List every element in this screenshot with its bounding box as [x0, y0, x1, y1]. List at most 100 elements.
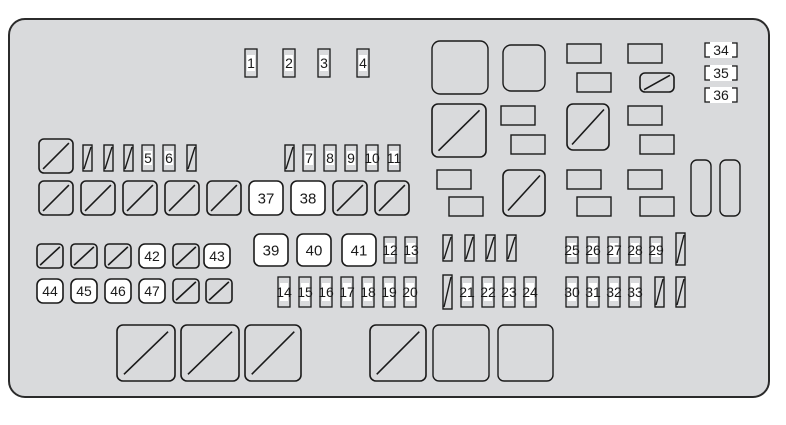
- empty-slot-14: [448, 196, 484, 217]
- relay-slash-48: [208, 281, 230, 301]
- empty-slot-16: [566, 169, 602, 190]
- fuse-label-f39: 39: [263, 242, 280, 259]
- fuse-label-bg-f23: [505, 283, 513, 301]
- fuse-f19: 19: [381, 276, 397, 308]
- fuse-f45: 45: [70, 278, 98, 304]
- fuse-f12: 12: [382, 236, 398, 264]
- relay-slash-26: [210, 184, 238, 212]
- fuse-label-f6: 6: [165, 150, 173, 166]
- empty-slot-10: [510, 134, 546, 155]
- fuse-label-bg-f22: [484, 283, 492, 301]
- fuse-label-f20: 20: [402, 284, 418, 300]
- fuse-label-bg-f28: [631, 243, 639, 257]
- relay-slash-15: [507, 174, 541, 212]
- fuse-box-f45: [70, 278, 98, 304]
- empty-slot-5: [566, 43, 602, 64]
- fuse-label-bg-f33: [631, 283, 639, 301]
- empty-slot-20: [690, 159, 712, 217]
- spare-fuse-slash-38: [507, 236, 516, 260]
- fuse-f35: 35: [704, 65, 738, 81]
- relay-slash-25: [168, 184, 196, 212]
- fuse-label-f5: 5: [144, 150, 152, 166]
- fuse-label-f15: 15: [297, 284, 313, 300]
- fuse-label-f45: 45: [76, 283, 92, 299]
- fuse-label-f46: 46: [110, 283, 126, 299]
- fuse-f10: 10: [364, 144, 380, 172]
- fuse-f3: 3: [317, 48, 331, 78]
- fuse-f39: 39: [253, 233, 289, 267]
- fuse-label-f34: 34: [713, 42, 729, 58]
- fuse-label-bg-f8: [326, 151, 334, 165]
- fuse-label-f4: 4: [359, 55, 367, 71]
- fuse-label-bg-f2: [285, 55, 293, 71]
- relay-slash-27: [336, 184, 364, 212]
- fuse-label-bg-f3: [320, 55, 328, 71]
- fuse-f40: 40: [296, 233, 332, 267]
- empty-slot-2: [502, 44, 546, 92]
- fuse-label-bg-f11: [390, 151, 398, 165]
- fuse-label-f8: 8: [326, 150, 334, 166]
- fuse-f42: 42: [138, 243, 166, 269]
- empty-slot-11: [627, 105, 663, 126]
- fuse-f16: 16: [318, 276, 334, 308]
- fuse-f25: 25: [564, 236, 580, 264]
- fuse-f11: 11: [387, 144, 402, 172]
- fuse-f20: 20: [402, 276, 418, 308]
- fuse-label-bg-f32: [610, 283, 618, 301]
- relay-slash-47: [175, 281, 197, 301]
- spare-fuse-slash-42: [676, 278, 685, 306]
- relay-slash-28: [378, 184, 406, 212]
- spare-fuse-slash-40: [676, 234, 685, 264]
- fuse-label-f3: 3: [320, 55, 328, 71]
- fuse-label-f28: 28: [627, 242, 643, 258]
- fuse-f37: 37: [248, 180, 284, 216]
- empty-slot-19: [639, 196, 675, 217]
- fuse-label-bg-f6: [165, 151, 173, 165]
- fuse-label-bg-f27: [610, 243, 618, 257]
- fuse-f32: 32: [606, 276, 622, 308]
- fuse-f34: 34: [704, 42, 738, 58]
- fuse-label-bg-f17: [343, 283, 351, 301]
- empty-slot-18: [627, 169, 663, 190]
- fuse-label-f33: 33: [627, 284, 643, 300]
- fuse-f18: 18: [360, 276, 376, 308]
- fuse-box-f42: [138, 243, 166, 269]
- fuse-f15: 15: [297, 276, 313, 308]
- fuse-box-f41: [341, 233, 377, 267]
- fuse-f26: 26: [585, 236, 601, 264]
- fuse-label-bg-f9: [347, 151, 355, 165]
- relay-slash-8: [643, 74, 671, 91]
- fuse-label-f44: 44: [42, 283, 58, 299]
- fuse-box-f47: [138, 278, 166, 304]
- fuse-label-f12: 12: [382, 242, 398, 258]
- fuse-label-f43: 43: [209, 248, 225, 264]
- fuse-f24: 24: [522, 276, 538, 308]
- fuse-label-f25: 25: [564, 242, 580, 258]
- fuse-label-f11: 11: [387, 150, 402, 166]
- fuse-label-bg-f1: [247, 55, 255, 71]
- spare-fuse-slash-31: [104, 146, 113, 170]
- fuse-label-f26: 26: [585, 242, 601, 258]
- fuse-f7: 7: [302, 144, 316, 172]
- fuse-f1: 1: [244, 48, 258, 78]
- spare-fuse-slash-36: [465, 236, 474, 260]
- fuse-f13: 13: [403, 236, 419, 264]
- fuse-label-bg-f10: [368, 151, 376, 165]
- fuse-label-f14: 14: [276, 284, 292, 300]
- fuse-label-f32: 32: [606, 284, 622, 300]
- relay-slash-24: [126, 184, 154, 212]
- fuse-label-f47: 47: [144, 283, 160, 299]
- relay-slash-29: [42, 142, 70, 170]
- fuse-label-bg-f29: [652, 243, 660, 257]
- fuse-box-f46: [104, 278, 132, 304]
- fuse-box-f44: [36, 278, 64, 304]
- empty-slot-54: [497, 324, 554, 382]
- fuse-f22: 22: [480, 276, 496, 308]
- fuse-box-f40: [296, 233, 332, 267]
- empty-slot-53: [432, 324, 490, 382]
- fuse-label-f38: 38: [300, 190, 317, 207]
- fuse-f4: 4: [356, 48, 370, 78]
- fuse-label-bg-f13: [407, 243, 415, 257]
